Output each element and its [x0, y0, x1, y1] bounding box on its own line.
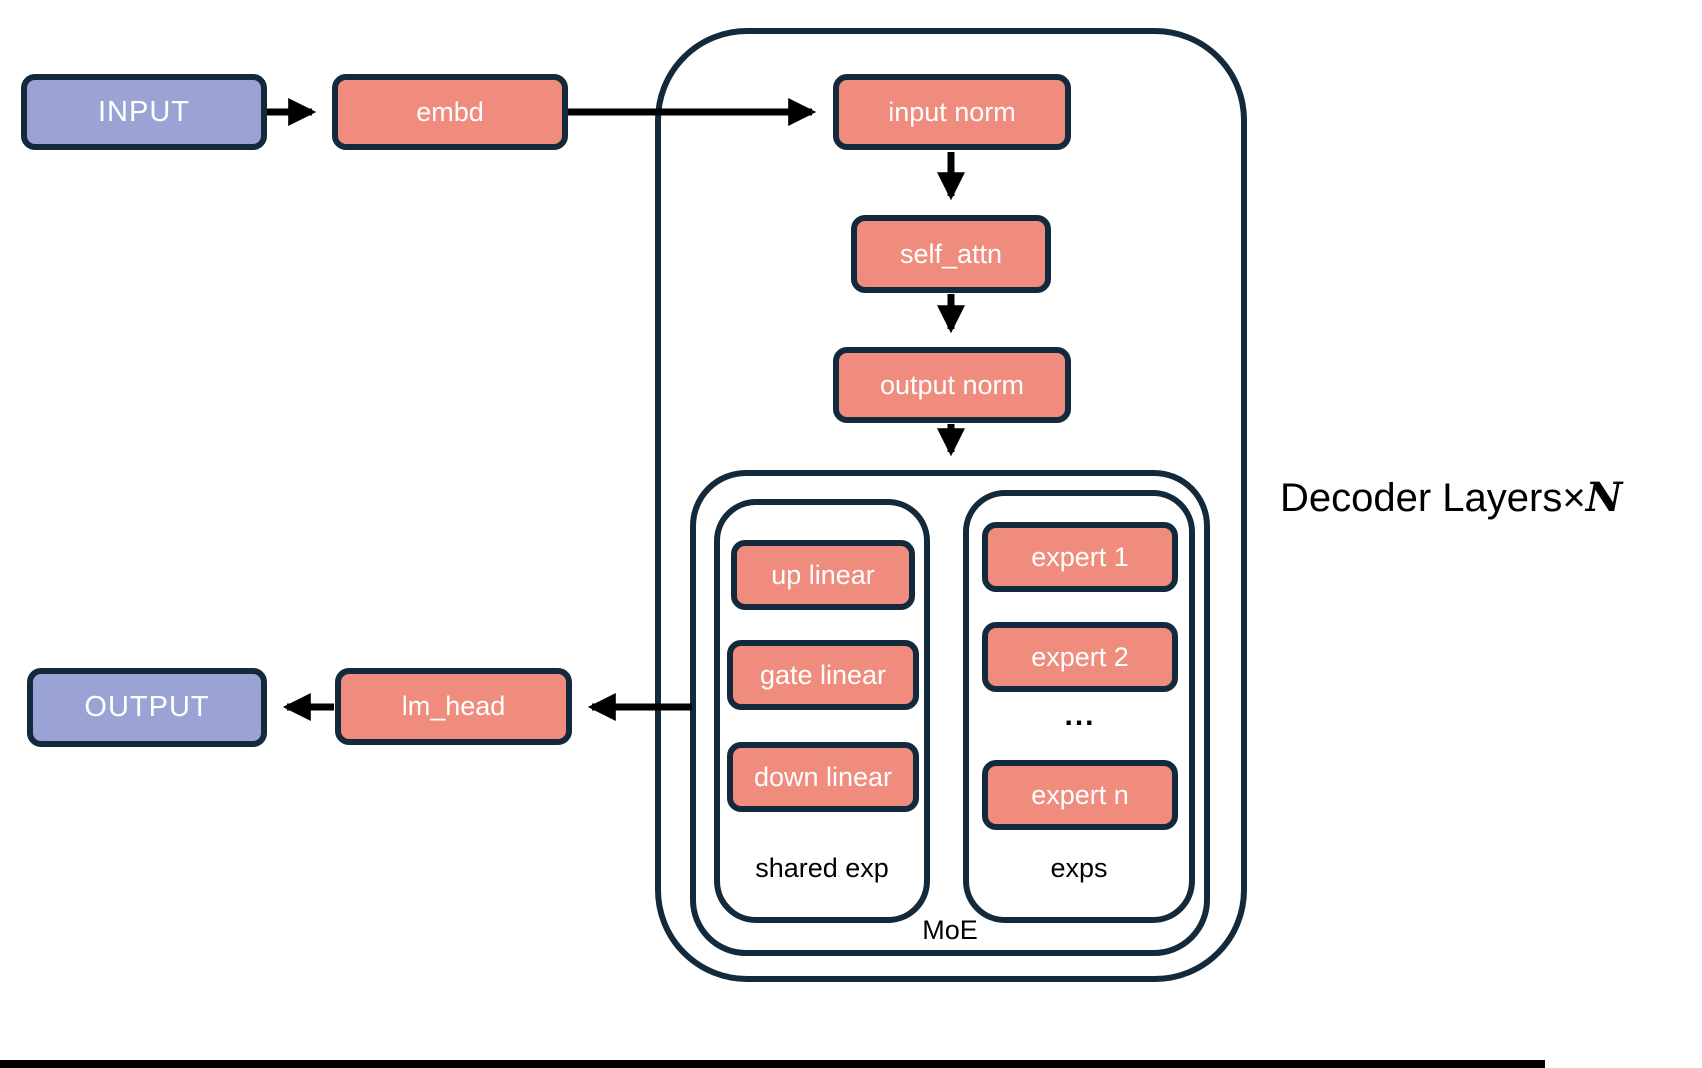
embd-node: embd [332, 74, 568, 150]
output-node-label: OUTPUT [84, 691, 210, 723]
gate-linear-node-label: gate linear [759, 659, 887, 690]
expert-1-node: expert 1 [982, 522, 1178, 592]
input-node: INPUT [21, 74, 267, 150]
experts-ellipsis: ... [1064, 699, 1096, 732]
self-attn-node: self_attn [851, 215, 1051, 293]
input-norm-node-label: input norm [888, 96, 1016, 127]
down-linear-node: down linear [727, 742, 919, 812]
input-norm-node: input norm [833, 74, 1071, 150]
expert-1-node-label: expert 1 [1031, 541, 1129, 572]
expert-2-node: expert 2 [982, 622, 1178, 692]
lm-head-node-label: lm_head [401, 691, 506, 721]
decoder-layers-n: N [1585, 474, 1623, 521]
expert-n-node-label: expert n [1031, 779, 1129, 810]
output-norm-node: output norm [833, 347, 1071, 423]
exps-frame [963, 490, 1195, 923]
lm-head-node: lm_head [335, 668, 572, 745]
down-linear-node-label: down linear [753, 761, 893, 792]
decoder-layers-caption-text: Decoder Layers× [1280, 476, 1586, 520]
decoder-layers-caption: Decoder Layers×N [1280, 476, 1622, 520]
shared-exp-label: shared exp [755, 852, 889, 883]
expert-n-node: expert n [982, 760, 1178, 830]
bottom-edge-line [0, 1060, 1545, 1068]
shared-exp-frame [714, 499, 930, 923]
expert-2-node-label: expert 2 [1031, 641, 1129, 672]
exps-label: exps [1050, 852, 1108, 883]
embd-node-label: embd [416, 96, 484, 127]
up-linear-node-label: up linear [771, 559, 875, 590]
self-attn-node-label: self_attn [899, 238, 1003, 269]
up-linear-node: up linear [731, 540, 915, 610]
gate-linear-node: gate linear [727, 640, 919, 710]
input-node-label: INPUT [98, 95, 190, 128]
moe-label: MoE [922, 914, 978, 945]
output-norm-node-label: output norm [879, 369, 1025, 400]
decoder-layers-frame [655, 28, 1247, 982]
moe-frame [690, 470, 1210, 956]
output-node: OUTPUT [27, 668, 267, 747]
